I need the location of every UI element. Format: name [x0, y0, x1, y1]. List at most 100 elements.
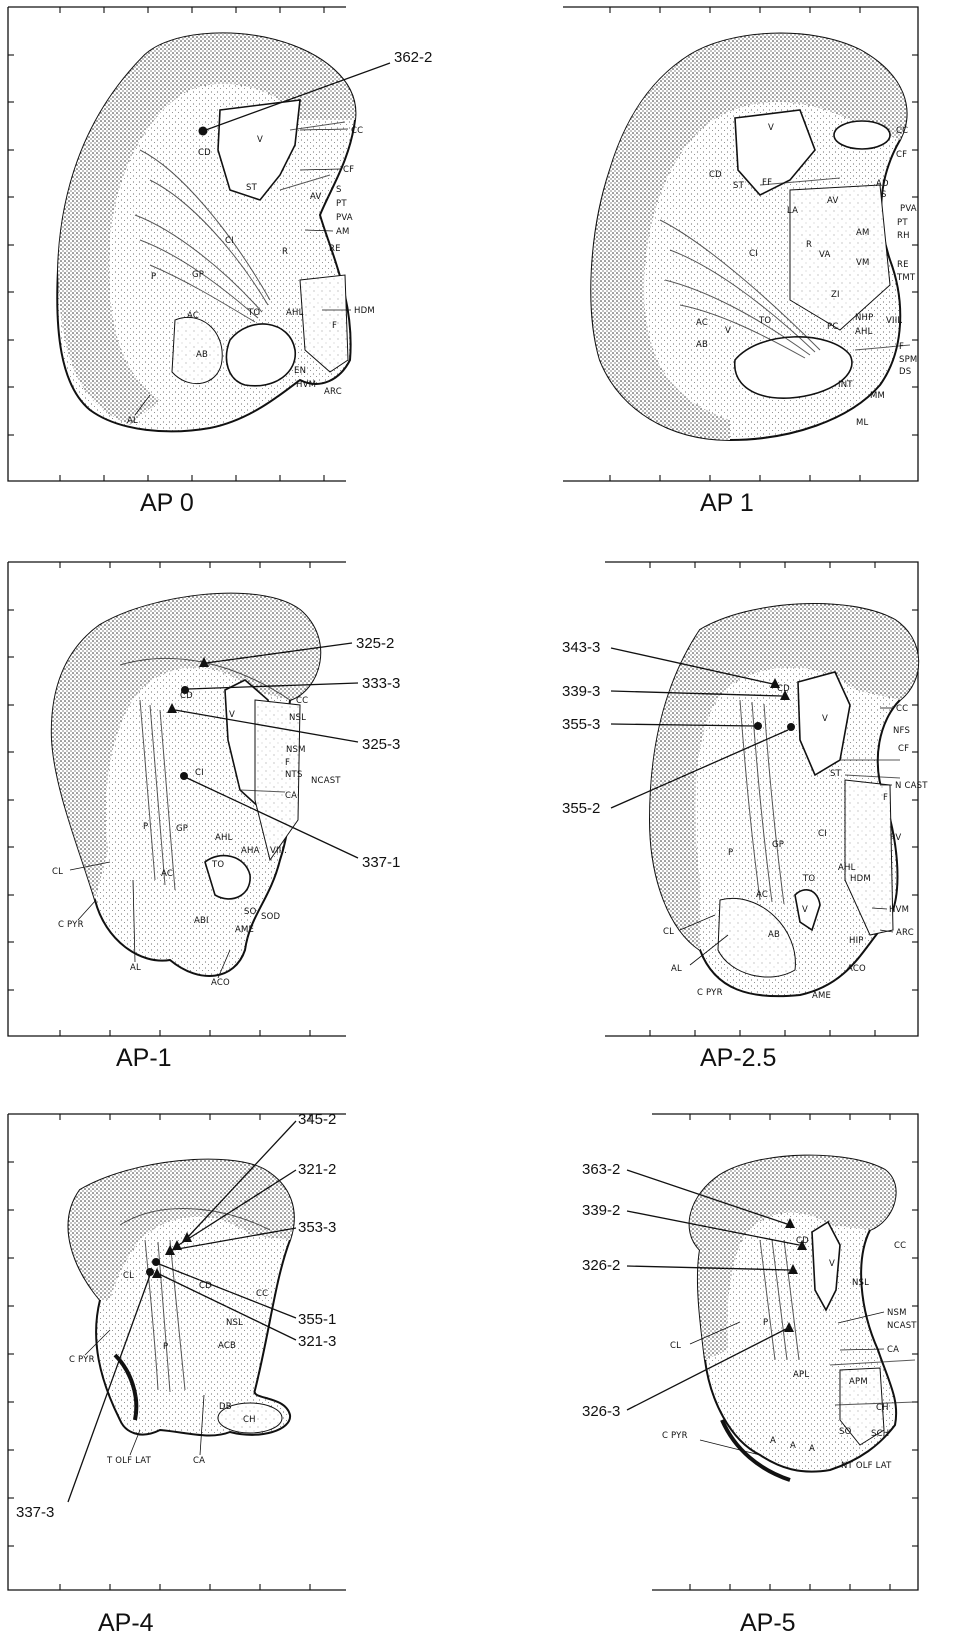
site-marker-circle — [180, 772, 188, 780]
region-label: P — [151, 272, 156, 282]
site-label: 355-2 — [562, 800, 600, 817]
region-label: P — [163, 1342, 168, 1352]
region-label: AME — [812, 991, 831, 1001]
region-label: CC — [896, 126, 908, 136]
region-label: EN — [294, 366, 306, 376]
region-label: AC — [161, 869, 173, 879]
region-label: V — [829, 1259, 835, 1269]
region-label: AL — [130, 963, 141, 973]
region-label: CL — [123, 1271, 134, 1281]
panel-title: AP-2.5 — [700, 1044, 776, 1072]
region-label: CC — [296, 696, 308, 706]
region-label: CL — [670, 1341, 681, 1351]
region-label: C PYR — [662, 1431, 688, 1441]
region-label: CI — [818, 829, 827, 839]
site-label: 325-2 — [356, 635, 394, 652]
region-label: CH — [243, 1415, 256, 1425]
site-label: 326-2 — [582, 1257, 620, 1274]
region-label: AL — [671, 964, 682, 974]
region-label: C PYR — [58, 920, 84, 930]
region-label: APL — [793, 1370, 809, 1380]
panel-ap0: CC V CD CF ST AV S PT PVA AM RE CI R GP … — [8, 7, 432, 517]
region-label: GP — [176, 824, 188, 834]
region-label: A — [770, 1436, 776, 1446]
region-label: NSL — [852, 1278, 869, 1288]
region-label: F — [285, 758, 290, 768]
region-label: PVA — [900, 204, 917, 214]
region-label: AHA — [241, 846, 260, 856]
panel-title: AP-1 — [116, 1044, 172, 1072]
region-label: HVM — [296, 380, 316, 390]
region-label: ACO — [847, 964, 866, 974]
panel-title: AP 0 — [140, 489, 194, 517]
region-label: N CAST — [895, 781, 928, 791]
region-label: CD — [198, 148, 211, 158]
site-label: 321-2 — [298, 1161, 336, 1178]
region-label: CC — [256, 1289, 268, 1299]
region-label: AL — [127, 416, 138, 426]
region-label: ST — [830, 769, 842, 779]
region-label: INT — [838, 380, 853, 390]
region-label: ARC — [896, 928, 914, 938]
region-label: SO — [244, 907, 257, 917]
region-label: RE — [897, 260, 909, 270]
region-label: SPM — [899, 355, 917, 365]
region-label: R — [282, 247, 288, 257]
site-label: 355-1 — [298, 1311, 336, 1328]
region-label: CC — [894, 1241, 906, 1251]
site-marker-circle — [146, 1268, 154, 1276]
region-label: P — [763, 1318, 768, 1328]
site-label: 333-3 — [362, 675, 400, 692]
region-label: AB — [768, 930, 780, 940]
region-label: NFS — [893, 726, 910, 736]
region-label: T OLF LAT — [106, 1456, 152, 1466]
panel-apm5: CD CC V NSL NSM NCAST P CL CA APL APM CH… — [582, 1114, 918, 1637]
region-label: VA — [819, 250, 831, 260]
site-label: 343-3 — [562, 639, 600, 656]
region-label: PC — [827, 322, 838, 332]
region-label: AM — [336, 227, 350, 237]
panel-apm1: CD CC V NSL NSM F NTS CI NCAST CA P GP A… — [8, 562, 400, 1072]
region-label: FF — [762, 178, 772, 188]
region-label: CA — [887, 1345, 899, 1355]
panel-title: AP-5 — [740, 1609, 796, 1637]
region-label: SO — [839, 1427, 852, 1437]
region-label: CD — [777, 684, 790, 694]
region-label: HDM — [354, 306, 375, 316]
region-label: V — [229, 710, 235, 720]
site-label: 353-3 — [298, 1219, 336, 1236]
region-label: ARC — [324, 387, 342, 397]
region-label: PVA — [336, 213, 353, 223]
site-marker-circle — [181, 686, 189, 694]
region-label: AV — [827, 196, 839, 206]
region-label: CA — [193, 1456, 205, 1466]
site-label: 321-3 — [298, 1333, 336, 1350]
region-label: AHL — [286, 308, 304, 318]
region-label: S — [881, 190, 887, 200]
site-label: 339-3 — [562, 683, 600, 700]
region-label: CC — [896, 704, 908, 714]
panel-title: AP-4 — [98, 1609, 154, 1637]
region-label: DB — [219, 1402, 232, 1412]
region-label: CF — [343, 165, 354, 175]
region-label: HDM — [850, 874, 871, 884]
region-label: AHL — [838, 863, 856, 873]
region-label: SCH — [871, 1429, 889, 1439]
region-label: CI — [225, 236, 234, 246]
region-label: NSM — [887, 1308, 907, 1318]
site-marker-circle — [754, 722, 762, 730]
region-label: AHL — [215, 833, 233, 843]
region-label: S — [336, 185, 342, 195]
region-label: PV — [890, 833, 901, 843]
region-label: CI — [749, 249, 758, 259]
region-label: V — [725, 326, 731, 336]
region-label: V — [257, 135, 263, 145]
region-label: ABI — [194, 916, 209, 926]
region-label: TO — [802, 874, 815, 884]
site-label: 337-3 — [16, 1504, 54, 1521]
region-label: C PYR — [69, 1355, 95, 1365]
region-label: V — [802, 905, 808, 915]
region-label: HVM — [889, 905, 909, 915]
region-label: NSL — [289, 713, 306, 723]
